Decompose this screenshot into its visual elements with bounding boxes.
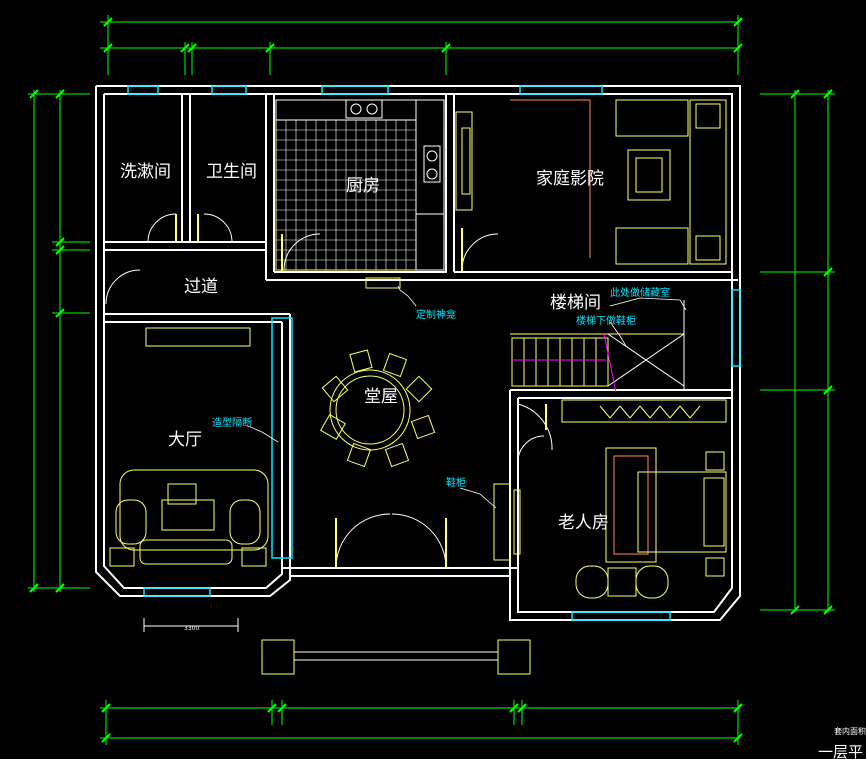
plan-title: 一层平: [818, 743, 863, 759]
dimension-text: 3300: [184, 625, 199, 632]
dimension-ticks: [29, 17, 833, 743]
room-label-stair: 楼梯间: [550, 293, 601, 313]
stair-lines: [512, 333, 617, 393]
note-shoe-cabinet: 鞋柜: [446, 476, 466, 489]
dimension-living: [143, 618, 239, 632]
note-storage: 此处做储藏室: [610, 286, 670, 299]
leader-lines: [247, 285, 687, 509]
note-cabinet: 定制神龛: [416, 308, 456, 321]
room-label-elder: 老人房: [558, 513, 609, 533]
furniture: [109, 99, 727, 675]
room-label-theater: 家庭影院: [536, 169, 604, 189]
room-label-bathroom: 卫生间: [206, 162, 257, 182]
dimension-lines: [28, 15, 835, 745]
doors: [105, 213, 553, 569]
room-label-laundry: 洗漱间: [120, 162, 171, 182]
room-label-hall: 堂屋: [364, 387, 398, 407]
note-shoe-under-stair: 楼梯下做鞋柜: [576, 314, 636, 327]
area-label: 套内面积: [834, 726, 866, 736]
room-label-kitchen: 厨房: [346, 176, 380, 196]
room-label-living: 大厅: [168, 430, 202, 450]
room-label-corridor: 过道: [184, 277, 218, 297]
door-leaves: [175, 214, 547, 568]
note-partition: 造型隔断: [212, 416, 252, 429]
